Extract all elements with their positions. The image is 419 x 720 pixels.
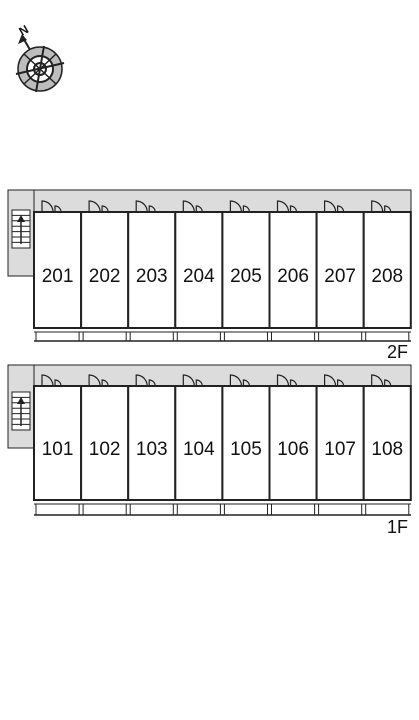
unit-number: 208 [371, 266, 403, 287]
door-icon [135, 374, 156, 387]
unit-105: 105 [221, 374, 271, 515]
unit-number: 104 [183, 439, 215, 460]
unit-number: 106 [277, 439, 309, 460]
door-icon [41, 200, 62, 213]
door-icon [276, 374, 298, 387]
door-icon [324, 374, 345, 387]
door-icon [182, 200, 203, 213]
corridor [7, 189, 412, 213]
unit-number: 206 [277, 266, 309, 287]
unit-207: 207 [315, 200, 365, 341]
door-icon [229, 200, 250, 213]
door-icon [229, 374, 250, 387]
unit-number: 101 [42, 439, 74, 460]
unit-number: 102 [89, 439, 121, 460]
unit-102: 102 [80, 374, 130, 515]
compass-rose-icon: N [15, 22, 65, 93]
unit-number: 202 [89, 266, 121, 287]
door-icon [41, 374, 62, 387]
door-icon [371, 374, 392, 387]
door-icon [182, 374, 203, 387]
unit-204: 204 [174, 200, 224, 341]
unit-103: 103 [127, 374, 177, 515]
unit-201: 201 [33, 200, 83, 341]
unit-205: 205 [221, 200, 271, 341]
door-icon [135, 200, 156, 213]
door-icon [88, 374, 109, 387]
unit-number: 105 [230, 439, 262, 460]
unit-107: 107 [315, 374, 365, 515]
unit-number: 207 [324, 266, 356, 287]
door-icon [324, 200, 345, 213]
unit-202: 202 [80, 200, 130, 341]
unit-104: 104 [174, 374, 224, 515]
door-icon [371, 200, 392, 213]
unit-number: 204 [183, 266, 215, 287]
unit-108: 108 [362, 374, 412, 515]
floor-1f-block: 101 102 103 104 105 106 107 108 1F [7, 364, 412, 537]
unit-number: 201 [42, 266, 74, 287]
staircase-icon [11, 209, 31, 249]
unit-203: 203 [127, 200, 177, 341]
door-icon [88, 200, 109, 213]
unit-106: 106 [268, 374, 318, 515]
unit-number: 203 [136, 266, 168, 287]
floor-label: 2F [387, 342, 408, 362]
unit-101: 101 [33, 374, 83, 515]
unit-206: 206 [268, 200, 318, 341]
door-icon [276, 200, 298, 213]
floor-2f-block: 201 202 203 204 205 206 207 208 2F [7, 189, 412, 362]
corridor [7, 364, 412, 387]
unit-number: 107 [324, 439, 356, 460]
unit-number: 108 [371, 439, 403, 460]
unit-number: 205 [230, 266, 262, 287]
unit-number: 103 [136, 439, 168, 460]
floor-label: 1F [387, 517, 408, 537]
north-label: N [17, 22, 32, 38]
staircase-icon [11, 391, 31, 431]
unit-208: 208 [362, 200, 412, 341]
